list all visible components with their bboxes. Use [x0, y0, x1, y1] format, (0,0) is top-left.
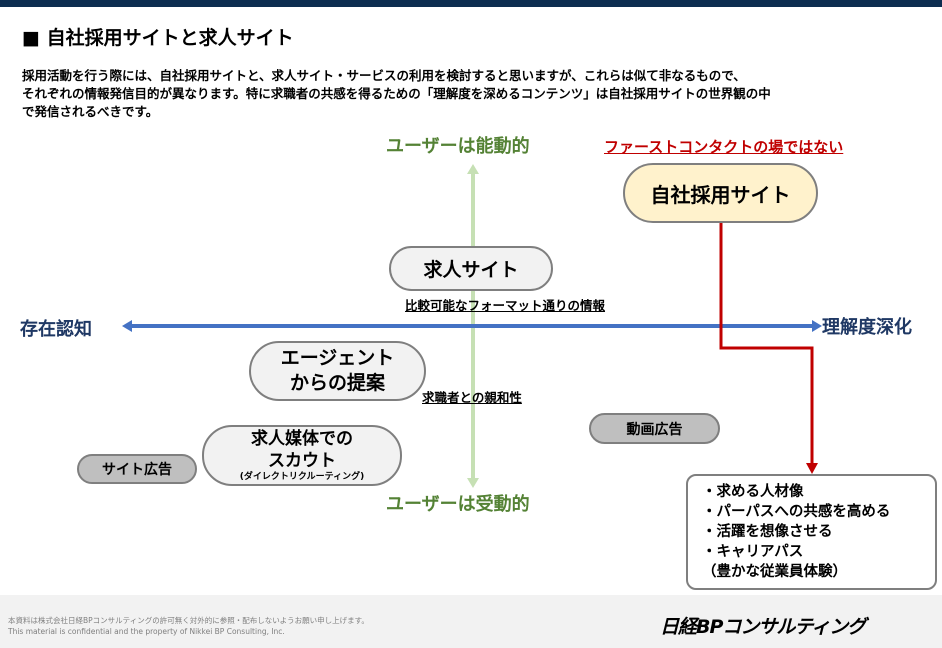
intro-line: 採用活動を行う際には、自社採用サイトと、求人サイト・サービスの利用を検討すると思…: [22, 68, 746, 83]
job-site-note: 比較可能なフォーマット通りの情報: [405, 298, 606, 313]
scout-node: 求人媒体でのスカウト(ダイレクトリクルーティング): [202, 425, 402, 486]
axis-arrow-down-icon: [467, 478, 479, 488]
red-note: ファーストコンタクトの場ではない: [604, 138, 844, 156]
scout-label: スカウト: [268, 451, 336, 471]
list-item: ・キャリアパス: [702, 544, 804, 560]
scout-label: 求人媒体での: [251, 429, 353, 449]
job-site-label: 求人サイト: [423, 259, 519, 281]
axis-arrow-up-icon: [467, 164, 479, 174]
intro-text: 採用活動を行う際には、自社採用サイトと、求人サイト・サービスの利用を検討すると思…: [22, 67, 922, 121]
list-item: ・求める人材像: [702, 484, 804, 500]
agent-node: エージェントからの提案: [249, 341, 426, 401]
company-logo: 日経BPコンサルティング: [660, 616, 866, 638]
site-ad-node: サイト広告: [77, 454, 197, 484]
scout-sub: (ダイレクトリクルーティング): [239, 472, 365, 482]
footer-en: This material is confidential and the pr…: [8, 627, 285, 636]
video-ad-label: 動画広告: [626, 421, 683, 438]
list-item: ・パーパスへの共感を高める: [702, 504, 891, 520]
agent-label: からの提案: [289, 372, 385, 394]
video-ad-node: 動画広告: [589, 413, 720, 444]
own-site-node: 自社採用サイト: [623, 163, 818, 223]
footer: 本資料は株式会社日経BPコンサルティングの許可無く対外的に参照・配布しないようお…: [0, 595, 942, 648]
agent-label: エージェント: [280, 347, 395, 369]
page-title: ■ 自社採用サイトと求人サイト: [22, 27, 294, 49]
axis-arrow-right-icon: [812, 320, 822, 332]
horizontal-axis: [130, 324, 814, 328]
intro-line: で発信されるべきです。: [22, 104, 159, 119]
axis-arrow-left-icon: [122, 320, 132, 332]
list-item: （豊かな従業員体験）: [702, 564, 847, 580]
intro-line: それぞれの情報発信目的が異なります。特に求職者の共感を得るための「理解度を深める…: [22, 86, 771, 101]
axis-label-top: ユーザーは能動的: [386, 136, 530, 157]
axis-label-left: 存在認知: [20, 319, 92, 340]
axis-label-bottom: ユーザーは受動的: [386, 494, 530, 515]
job-site-node: 求人サイト: [389, 246, 553, 291]
footer-jp: 本資料は株式会社日経BPコンサルティングの許可無く対外的に参照・配布しないようお…: [8, 616, 369, 625]
list-item: ・活躍を想像させる: [702, 524, 833, 540]
own-site-label: 自社採用サイト: [650, 182, 791, 207]
top-bar: [0, 0, 942, 7]
axis-label-right: 理解度深化: [822, 317, 912, 338]
site-ad-label: サイト広告: [102, 462, 172, 478]
agent-note: 求職者との親和性: [422, 390, 522, 405]
content-list: ・求める人材像 ・パーパスへの共感を高める ・活躍を想像させる ・キャリアパス …: [686, 474, 937, 590]
